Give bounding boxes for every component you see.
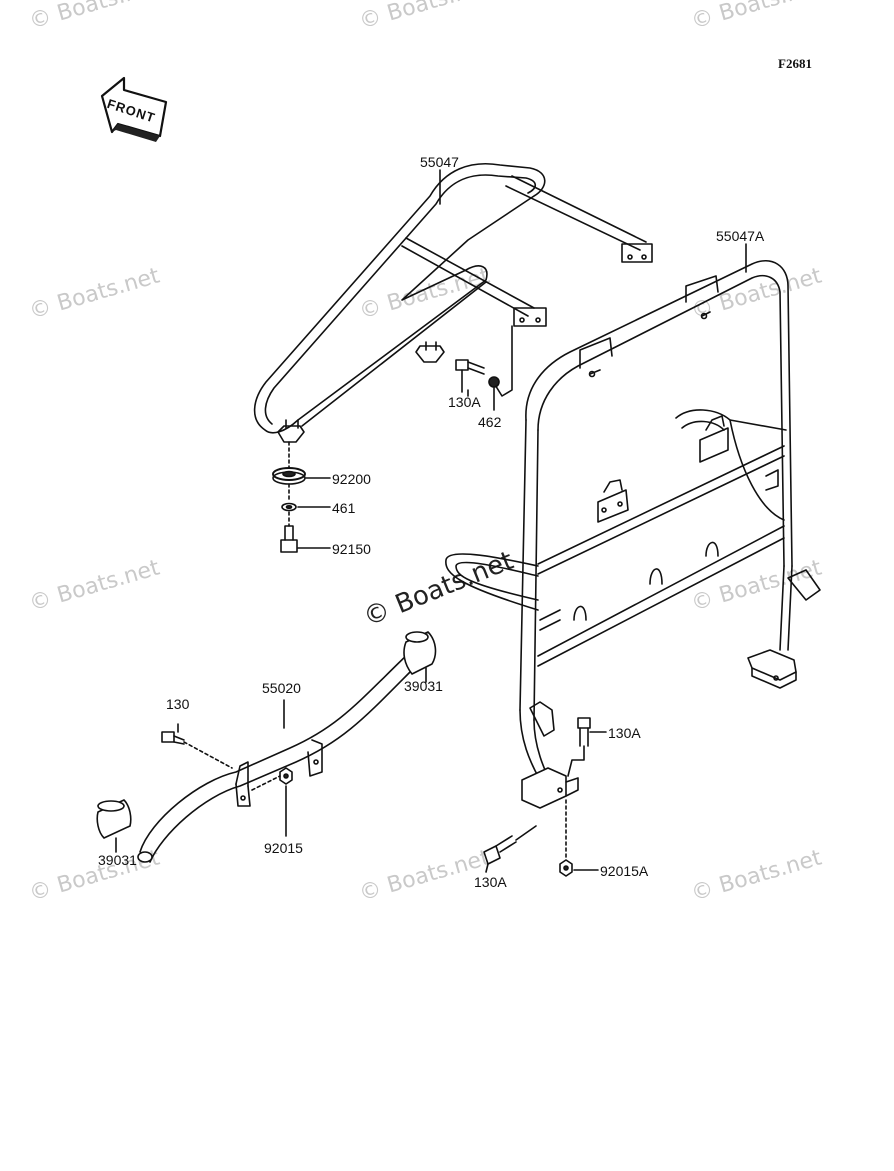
part-label-55020: 55020 (262, 680, 301, 696)
upper-rack-55047 (255, 164, 652, 442)
part-label-39031-right: 39031 (404, 678, 443, 694)
part-label-461: 461 (332, 500, 356, 516)
part-label-92015: 92015 (264, 840, 303, 856)
sleeve-39031-left (97, 800, 131, 852)
bolt-130A-top (456, 360, 484, 392)
part-label-55047A: 55047A (716, 228, 765, 244)
nut-92015 (252, 768, 292, 836)
part-label-130: 130 (166, 696, 190, 712)
part-label-39031-left: 39031 (98, 852, 137, 868)
part-label-130A-top: 130A (448, 394, 481, 410)
front-arrow-icon (102, 78, 166, 142)
bolt-92150 (281, 526, 330, 552)
nut-92015A (560, 800, 598, 876)
sleeve-39031-right (404, 632, 435, 682)
part-label-92015A: 92015A (600, 863, 649, 879)
part-label-55047: 55047 (420, 154, 459, 170)
part-label-130A-bottom: 130A (474, 874, 507, 890)
part-label-130A-mid: 130A (608, 725, 641, 741)
part-label-92200: 92200 (332, 471, 371, 487)
roll-bar-55047A (446, 261, 820, 808)
figure-code: F2681 (778, 56, 812, 71)
washer-461 (282, 504, 330, 511)
bolt-130A-bottom (484, 826, 536, 872)
lower-bar-55020 (138, 652, 421, 862)
part-label-462: 462 (478, 414, 502, 430)
bolt-130A-mid (568, 718, 606, 776)
bolt-130 (162, 724, 232, 768)
part-label-92150: 92150 (332, 541, 371, 557)
rubber-mount-92200 (273, 468, 330, 484)
washer-462 (488, 376, 500, 410)
